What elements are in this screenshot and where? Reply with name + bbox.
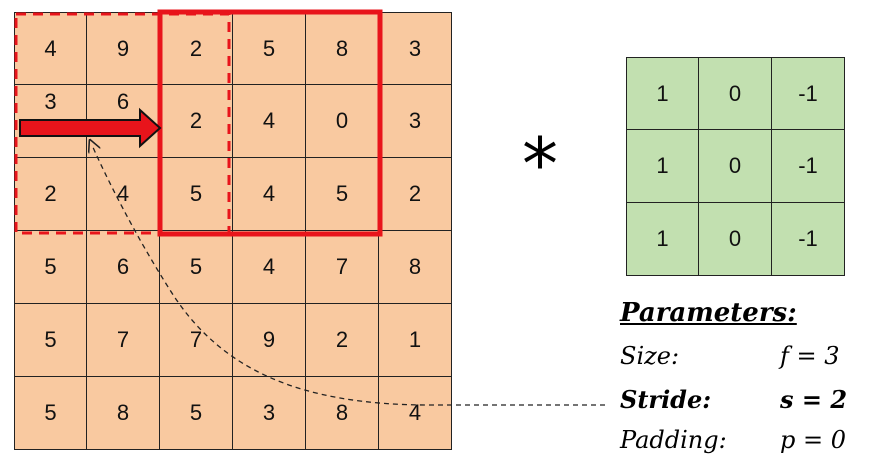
- input-cell-r2-c0: 2: [14, 158, 87, 231]
- input-cell-r4-c3: 9: [233, 304, 306, 377]
- input-cell-r1-c2: 2: [160, 85, 233, 158]
- input-cell-r5-c3: 3: [233, 377, 306, 450]
- input-cell-r3-c3: 4: [233, 231, 306, 304]
- kernel-cell-r0-c1: 0: [699, 57, 772, 130]
- input-cell-r5-c0: 5: [14, 377, 87, 450]
- kernel-cell-r2-c1: 0: [699, 203, 772, 276]
- input-cell-r2-c1: 4: [87, 158, 160, 231]
- input-cell-r5-c2: 5: [160, 377, 233, 450]
- input-cell-r5-c4: 8: [306, 377, 379, 450]
- param-padding-row: Padding: p = 0: [620, 426, 880, 460]
- input-cell-r2-c3: 4: [233, 158, 306, 231]
- input-cell-r3-c5: 8: [379, 231, 452, 304]
- input-cell-r2-c2: 5: [160, 158, 233, 231]
- input-cell-r5-c1: 8: [87, 377, 160, 450]
- convolution-operator: *: [522, 122, 558, 206]
- kernel-cell-r0-c0: 1: [626, 57, 699, 130]
- input-cell-r0-c0: 4: [14, 12, 87, 85]
- input-cell-r0-c3: 5: [233, 12, 306, 85]
- input-cell-r0-c5: 3: [379, 12, 452, 85]
- input-cell-r0-c2: 2: [160, 12, 233, 85]
- input-cell-r3-c4: 7: [306, 231, 379, 304]
- input-cell-r4-c0: 5: [14, 304, 87, 377]
- stride-value: s = 2: [780, 385, 848, 414]
- padding-value: p = 0: [780, 426, 846, 454]
- kernel-cell-r2-c2: -1: [772, 203, 845, 276]
- input-cell-r1-c0: 3: [14, 85, 87, 158]
- input-cell-r3-c2: 5: [160, 231, 233, 304]
- input-cell-r1-c3: 4: [233, 85, 306, 158]
- input-cell-r4-c2: 7: [160, 304, 233, 377]
- size-label: Size:: [620, 342, 680, 370]
- stride-label: Stride:: [620, 385, 712, 414]
- input-cell-r2-c5: 2: [379, 158, 452, 231]
- parameters-title: Parameters:: [620, 298, 797, 328]
- input-cell-r2-c4: 5: [306, 158, 379, 231]
- input-cell-r5-c5: 4: [379, 377, 452, 450]
- kernel-cell-r1-c2: -1: [772, 130, 845, 203]
- input-cell-r4-c1: 7: [87, 304, 160, 377]
- param-size-row: Size: f = 3: [620, 342, 880, 376]
- input-cell-r1-c1: 6: [87, 85, 160, 158]
- input-cell-r0-c1: 9: [87, 12, 160, 85]
- input-cell-r4-c5: 1: [379, 304, 452, 377]
- input-cell-r4-c4: 2: [306, 304, 379, 377]
- input-cell-r1-c5: 3: [379, 85, 452, 158]
- input-cell-r3-c1: 6: [87, 231, 160, 304]
- input-cell-r1-c4: 0: [306, 85, 379, 158]
- kernel-cell-r0-c2: -1: [772, 57, 845, 130]
- padding-label: Padding:: [620, 426, 727, 454]
- input-cell-r0-c4: 8: [306, 12, 379, 85]
- input-cell-r3-c0: 5: [14, 231, 87, 304]
- param-stride-row: Stride: s = 2: [620, 385, 880, 419]
- kernel-cell-r1-c1: 0: [699, 130, 772, 203]
- size-value: f = 3: [780, 342, 840, 370]
- kernel-cell-r2-c0: 1: [626, 203, 699, 276]
- kernel-cell-r1-c0: 1: [626, 130, 699, 203]
